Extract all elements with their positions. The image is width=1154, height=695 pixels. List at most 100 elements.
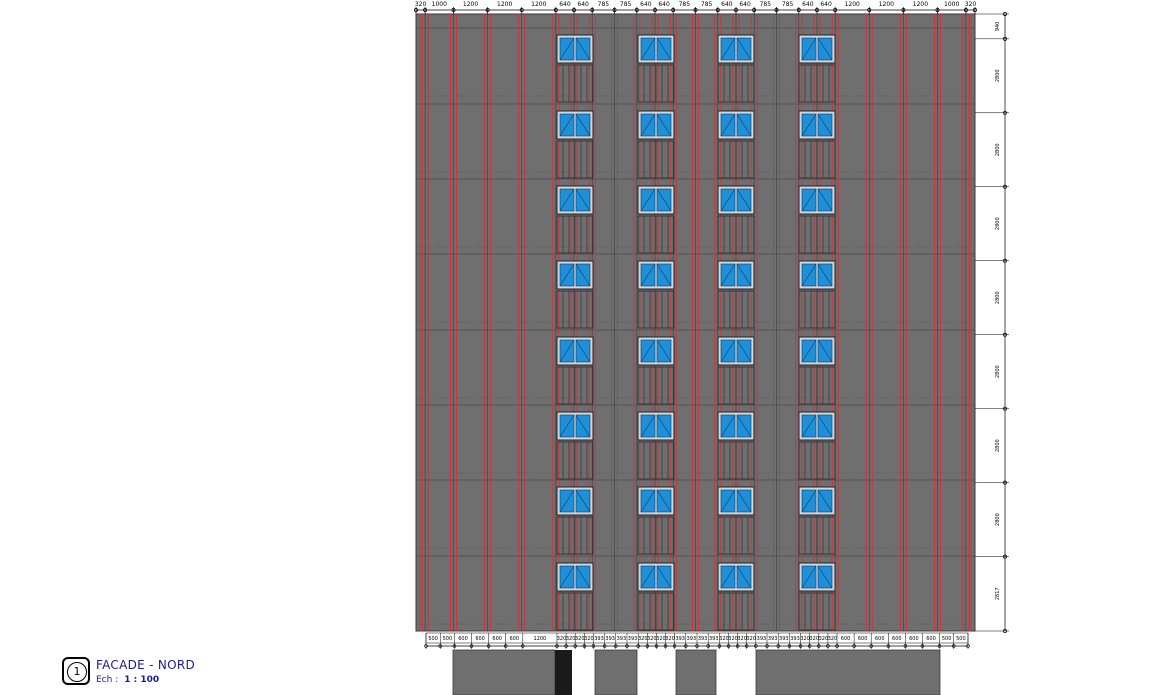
window-unit [556, 486, 594, 555]
window-unit [798, 411, 836, 480]
top-dim-node [796, 8, 801, 12]
window-opening-mark [559, 489, 575, 513]
window-unit [637, 110, 675, 179]
top-dim-label: 640 [802, 1, 814, 8]
window-unit [717, 34, 755, 103]
window-opening-mark [817, 113, 833, 137]
bottom-dim-node [826, 644, 830, 648]
bottom-dim-node [625, 644, 629, 648]
right-dim-node [1003, 629, 1007, 633]
base-block [452, 649, 556, 695]
right-dim-node [1003, 36, 1007, 41]
bottom-dim-label: 320 [647, 636, 657, 642]
top-dim-label: 640 [721, 1, 733, 8]
top-dim-label: 1000 [944, 1, 959, 8]
bottom-dim-node [645, 644, 649, 648]
window-opening-mark [801, 565, 817, 589]
window-unit [798, 34, 836, 103]
bottom-dim-node [745, 644, 749, 648]
top-dim-node [423, 8, 428, 12]
right-dim-label: 2817 [995, 587, 1001, 600]
right-dim-node [1003, 110, 1007, 115]
window-opening-mark [575, 37, 591, 61]
bottom-dim-label: 320 [584, 636, 594, 642]
bottom-dim-node [452, 644, 457, 648]
right-dim-label: 2800 [995, 291, 1001, 304]
bottom-dim-node [787, 644, 792, 648]
view-title: FACADE - NORD [96, 658, 196, 672]
top-dim-node [963, 8, 968, 12]
window-unit [717, 110, 755, 179]
top-dim-label: 640 [559, 1, 571, 8]
top-dim-label: 1200 [913, 1, 928, 8]
window-unit [637, 260, 675, 329]
bottom-dim-label: 600 [858, 636, 868, 642]
top-dim-node [519, 8, 524, 12]
top-dim-label: 785 [701, 1, 713, 8]
window-opening-mark [656, 263, 672, 287]
window-unit [798, 486, 836, 555]
bottom-dim-label: 600 [509, 636, 519, 642]
bottom-dim-label: 320 [737, 636, 747, 642]
bottom-dim-label: 320 [719, 636, 729, 642]
top-dim-label: 640 [739, 1, 751, 8]
top-dim-node [973, 8, 977, 12]
window-opening-mark [736, 339, 752, 363]
ground-floor-base [452, 649, 941, 695]
top-dim-node [774, 8, 779, 12]
scale-label: Ech : [96, 675, 119, 685]
window-opening-mark [640, 489, 656, 513]
bottom-dim-node [817, 644, 821, 648]
top-dim-label: 1200 [531, 1, 546, 8]
top-dim-label: 785 [782, 1, 794, 8]
right-dim-label: 2800 [995, 513, 1001, 526]
bottom-dim-node [486, 644, 491, 648]
window-opening-mark [575, 113, 591, 137]
bottom-dim-label: 320 [665, 636, 675, 642]
top-dim-node [414, 8, 418, 12]
window-unit [556, 110, 594, 179]
window-opening-mark [720, 414, 736, 438]
base-entrance [555, 650, 572, 695]
window-unit [717, 185, 755, 254]
right-dim-node [1003, 554, 1007, 559]
bottom-dim-label: 600 [892, 636, 902, 642]
window-unit [556, 260, 594, 329]
window-opening-mark [656, 339, 672, 363]
window-opening-mark [559, 113, 575, 137]
window-opening-mark [575, 339, 591, 363]
bottom-dim-node [903, 644, 908, 648]
right-dim-node [1003, 406, 1007, 411]
window-opening-mark [736, 113, 752, 137]
bottom-dim-node [695, 644, 699, 648]
right-dim-label: 2800 [995, 69, 1001, 82]
window-opening-mark [720, 188, 736, 212]
bottom-dim-label: 393 [709, 636, 719, 642]
top-dim-label: 320 [415, 1, 427, 8]
bottom-dim-node [717, 644, 722, 648]
window-opening-mark [801, 37, 817, 61]
window-opening-mark [559, 565, 575, 589]
right-dim-label: 940 [995, 22, 1001, 32]
right-dim-label: 2800 [995, 143, 1001, 156]
window-unit [556, 411, 594, 480]
window-opening-mark [720, 37, 736, 61]
bottom-dim-node [504, 644, 508, 648]
window-opening-mark [817, 188, 833, 212]
window-opening-mark [656, 113, 672, 137]
bottom-dim-label: 393 [779, 636, 789, 642]
window-unit [556, 562, 594, 631]
window-opening-mark [817, 263, 833, 287]
top-dim-node [572, 8, 576, 12]
bottom-dim-label: 320 [557, 636, 567, 642]
window-opening-mark [817, 565, 833, 589]
window-opening-mark [801, 263, 817, 287]
window-unit [717, 411, 755, 480]
scale-value: 1 : 100 [124, 675, 160, 685]
window-opening-mark [656, 188, 672, 212]
top-dim-node [833, 8, 838, 12]
bottom-dim-label: 600 [875, 636, 885, 642]
window-unit [637, 411, 675, 480]
